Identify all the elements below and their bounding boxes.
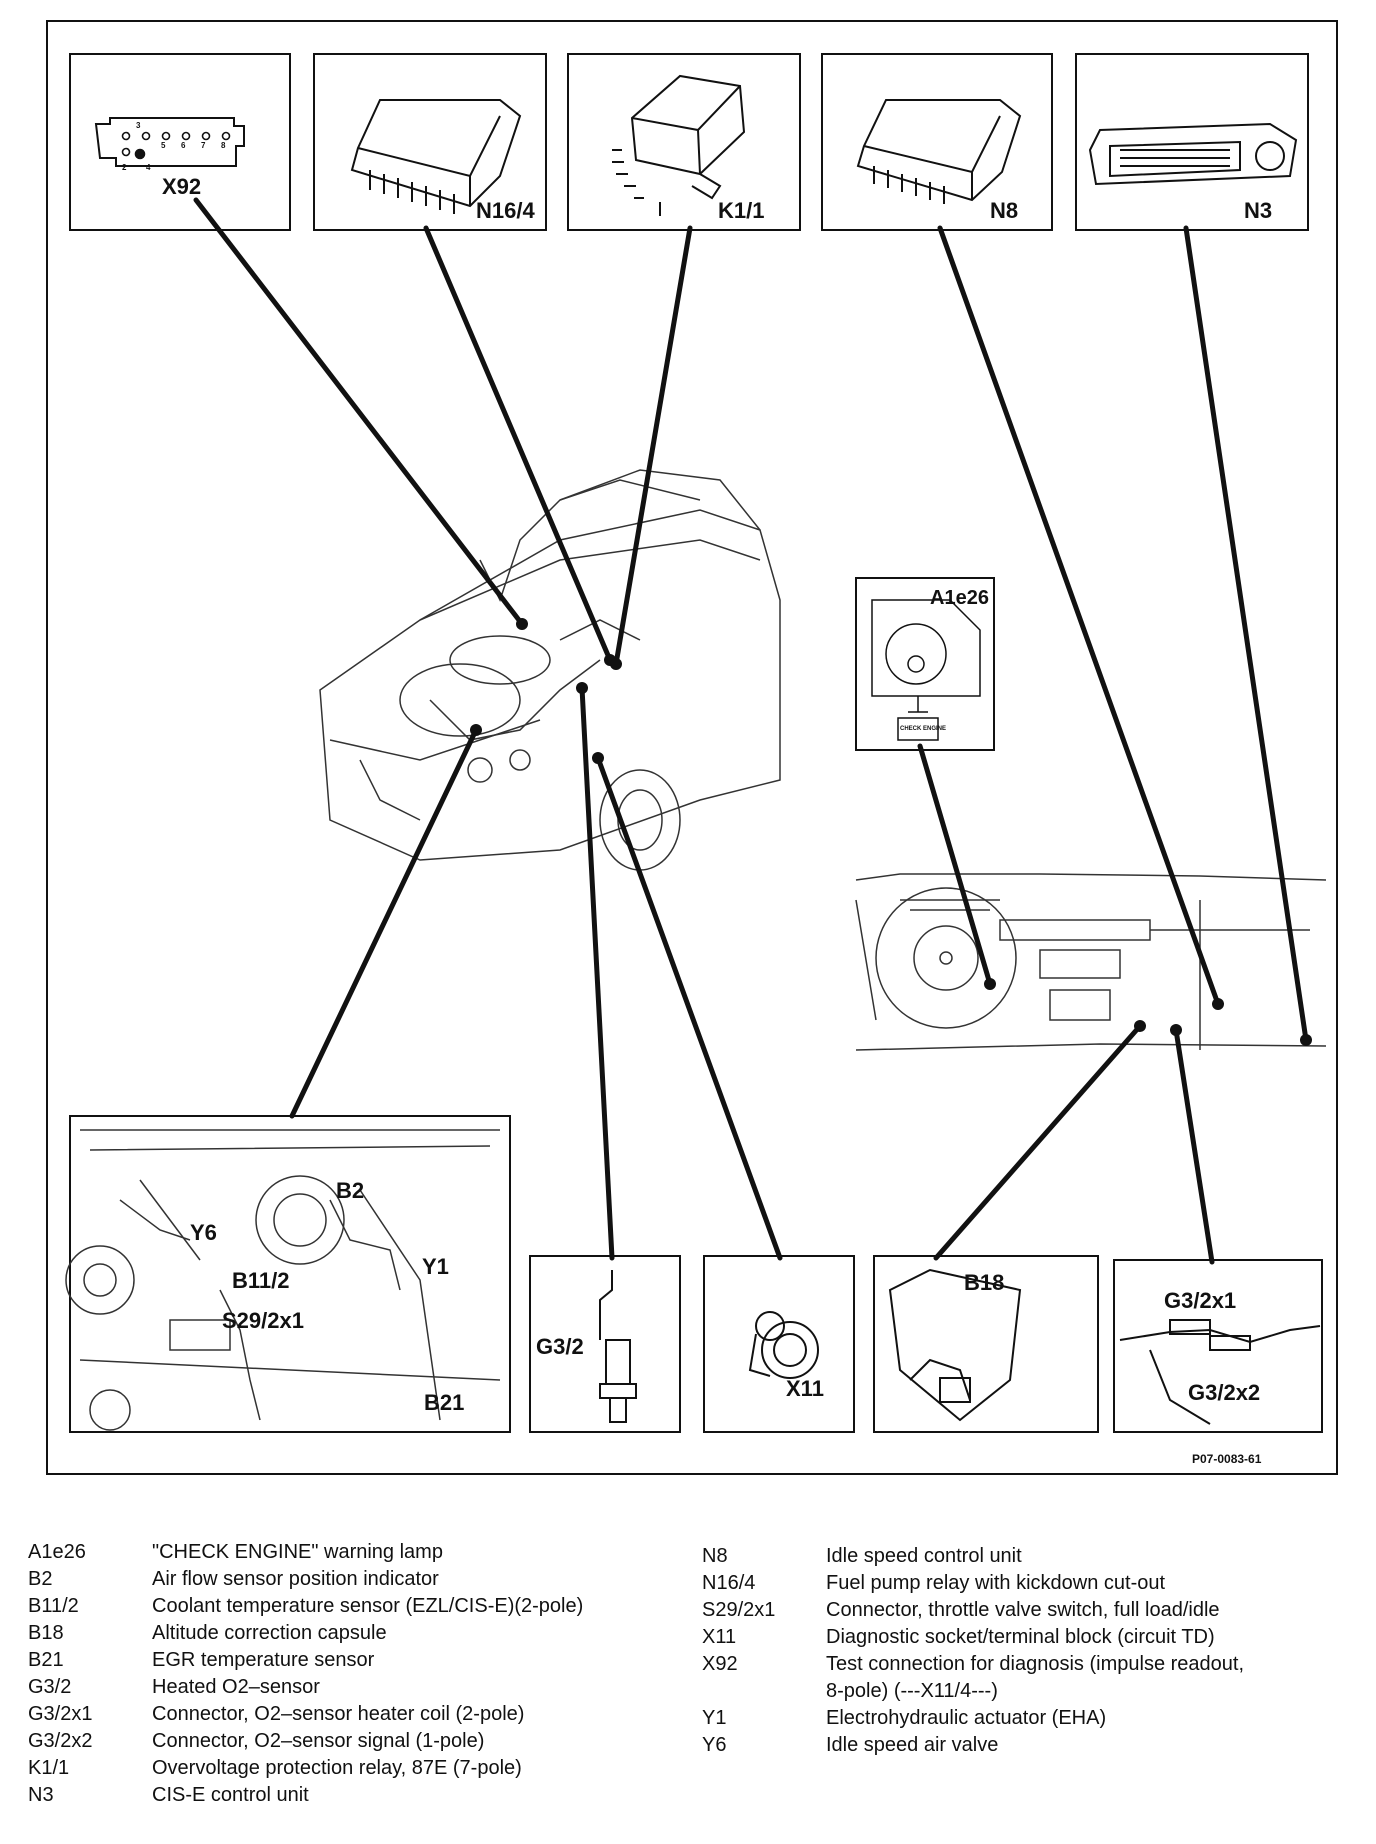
- leader-x11: [595, 755, 783, 1261]
- x92-connector-drawing: [94, 117, 245, 167]
- x92-pin-5: 5: [161, 141, 166, 150]
- engine-closeup-box: B2 Y6 B11/2 Y1 S29/2x1 B21: [65, 1115, 511, 1433]
- leader-lines: [193, 197, 1309, 1265]
- b18-label: B18: [964, 1270, 1004, 1295]
- a1e26-label: A1e26: [930, 587, 989, 609]
- check-engine-lamp-label: CHECK ENGINE: [900, 726, 946, 732]
- x11-label: X11: [786, 1376, 824, 1401]
- x92-pin-7: 7: [201, 141, 206, 150]
- leader-engine-closeup: [289, 727, 479, 1119]
- x92-box: 3 5 6 7 8 2 4 X92: [69, 53, 291, 231]
- n8-box: N8: [821, 53, 1053, 231]
- g3-2x-box: G3/2x1 G3/2x2: [1113, 1259, 1323, 1433]
- leader-k1-1: [613, 225, 693, 667]
- b11-2-label: B11/2: [232, 1268, 290, 1293]
- figure-code: P07-0083-61: [1192, 1452, 1262, 1466]
- x92-pin-4: 4: [146, 163, 151, 172]
- a1e26-box: A1e26 CHECK ENGINE: [855, 577, 995, 751]
- altitude-capsule-drawing: [888, 1268, 1022, 1422]
- leader-g3-2x: [1173, 1027, 1215, 1265]
- o2-sensor-drawing: [599, 1270, 637, 1423]
- diagram-frame: [46, 20, 1338, 1475]
- k1-1-relay-drawing: [612, 74, 746, 216]
- x92-pin-8: 8: [221, 141, 226, 150]
- o2-connector-drawing: [1119, 1319, 1321, 1425]
- x92-pin-6: 6: [181, 141, 186, 150]
- component-location-diagram: 3 5 6 7 8 2 4 X92 N16/4 K1/1: [65, 53, 1327, 1433]
- y6-label: Y6: [190, 1220, 217, 1245]
- leader-n16-4: [423, 225, 613, 663]
- b21-label: B21: [424, 1390, 464, 1415]
- instrument-cluster-drawing: [871, 599, 981, 741]
- k1-1-box: K1/1: [567, 53, 801, 231]
- x92-pin-3: 3: [136, 121, 141, 130]
- y1-label: Y1: [422, 1254, 449, 1279]
- leader-end-dots: [470, 618, 1312, 1046]
- n3-control-unit-drawing: [1088, 122, 1298, 186]
- leader-b18: [933, 1023, 1143, 1261]
- n8-control-unit-drawing: [856, 99, 1022, 204]
- n16-4-label: N16/4: [476, 198, 535, 223]
- dashboard-illustration: [855, 873, 1327, 1051]
- n3-label: N3: [1244, 198, 1272, 223]
- b18-box: B18: [873, 1255, 1099, 1433]
- car-front-illustration: [319, 469, 781, 871]
- k1-1-label: K1/1: [718, 198, 764, 223]
- g3-2-box: G3/2: [529, 1255, 681, 1433]
- leader-n8: [937, 225, 1221, 1007]
- g3-2x2-label: G3/2x2: [1188, 1380, 1260, 1405]
- n8-label: N8: [990, 198, 1018, 223]
- leader-g3-2: [579, 685, 615, 1261]
- x92-pin-2: 2: [122, 163, 127, 172]
- n16-4-box: N16/4: [313, 53, 547, 231]
- x92-label: X92: [162, 174, 201, 199]
- diagnostic-socket-drawing: [748, 1311, 819, 1379]
- b2-label: B2: [336, 1178, 364, 1203]
- n3-box: N3: [1075, 53, 1309, 231]
- s29-2x1-label: S29/2x1: [222, 1308, 304, 1333]
- g3-2x1-label: G3/2x1: [1164, 1288, 1236, 1313]
- x11-box: X11: [703, 1255, 855, 1433]
- leader-n3: [1183, 225, 1309, 1043]
- leader-x92: [193, 197, 525, 627]
- leader-a1e26: [917, 743, 993, 987]
- n16-4-relay-drawing: [350, 99, 522, 214]
- g3-2-label: G3/2: [536, 1334, 584, 1359]
- engine-closeup-drawing: [65, 1129, 501, 1431]
